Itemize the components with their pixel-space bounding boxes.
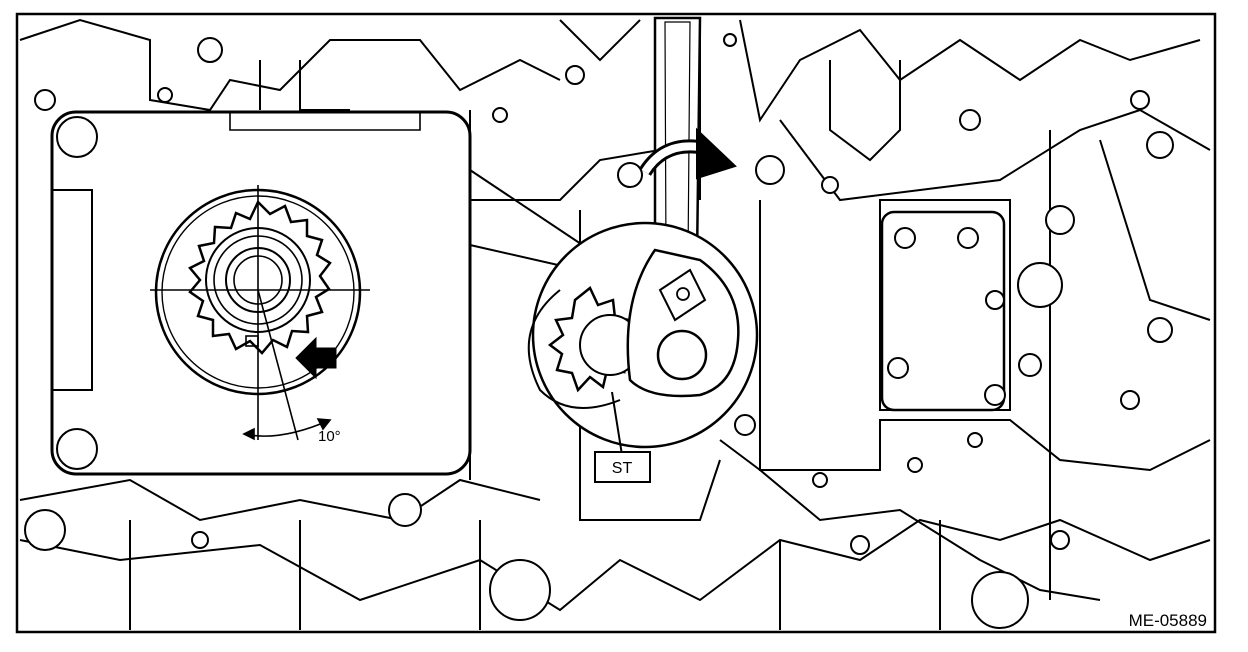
magnified-view-circle [527, 221, 759, 456]
special-tool-head [626, 248, 740, 398]
figure-code: ME-05889 [1129, 611, 1207, 630]
solid-arrow-left-icon [295, 336, 337, 380]
angle-label: 10° [318, 428, 341, 445]
tool-label: ST [612, 460, 633, 477]
reference-lines [150, 185, 370, 441]
tool-label-box [594, 451, 651, 483]
cover-plate-bolts [887, 227, 1006, 406]
cover-plate [880, 210, 1006, 412]
timing-mark [245, 335, 259, 347]
tool-leader-line [611, 391, 623, 456]
curved-arrow-clockwise-icon [639, 127, 737, 180]
